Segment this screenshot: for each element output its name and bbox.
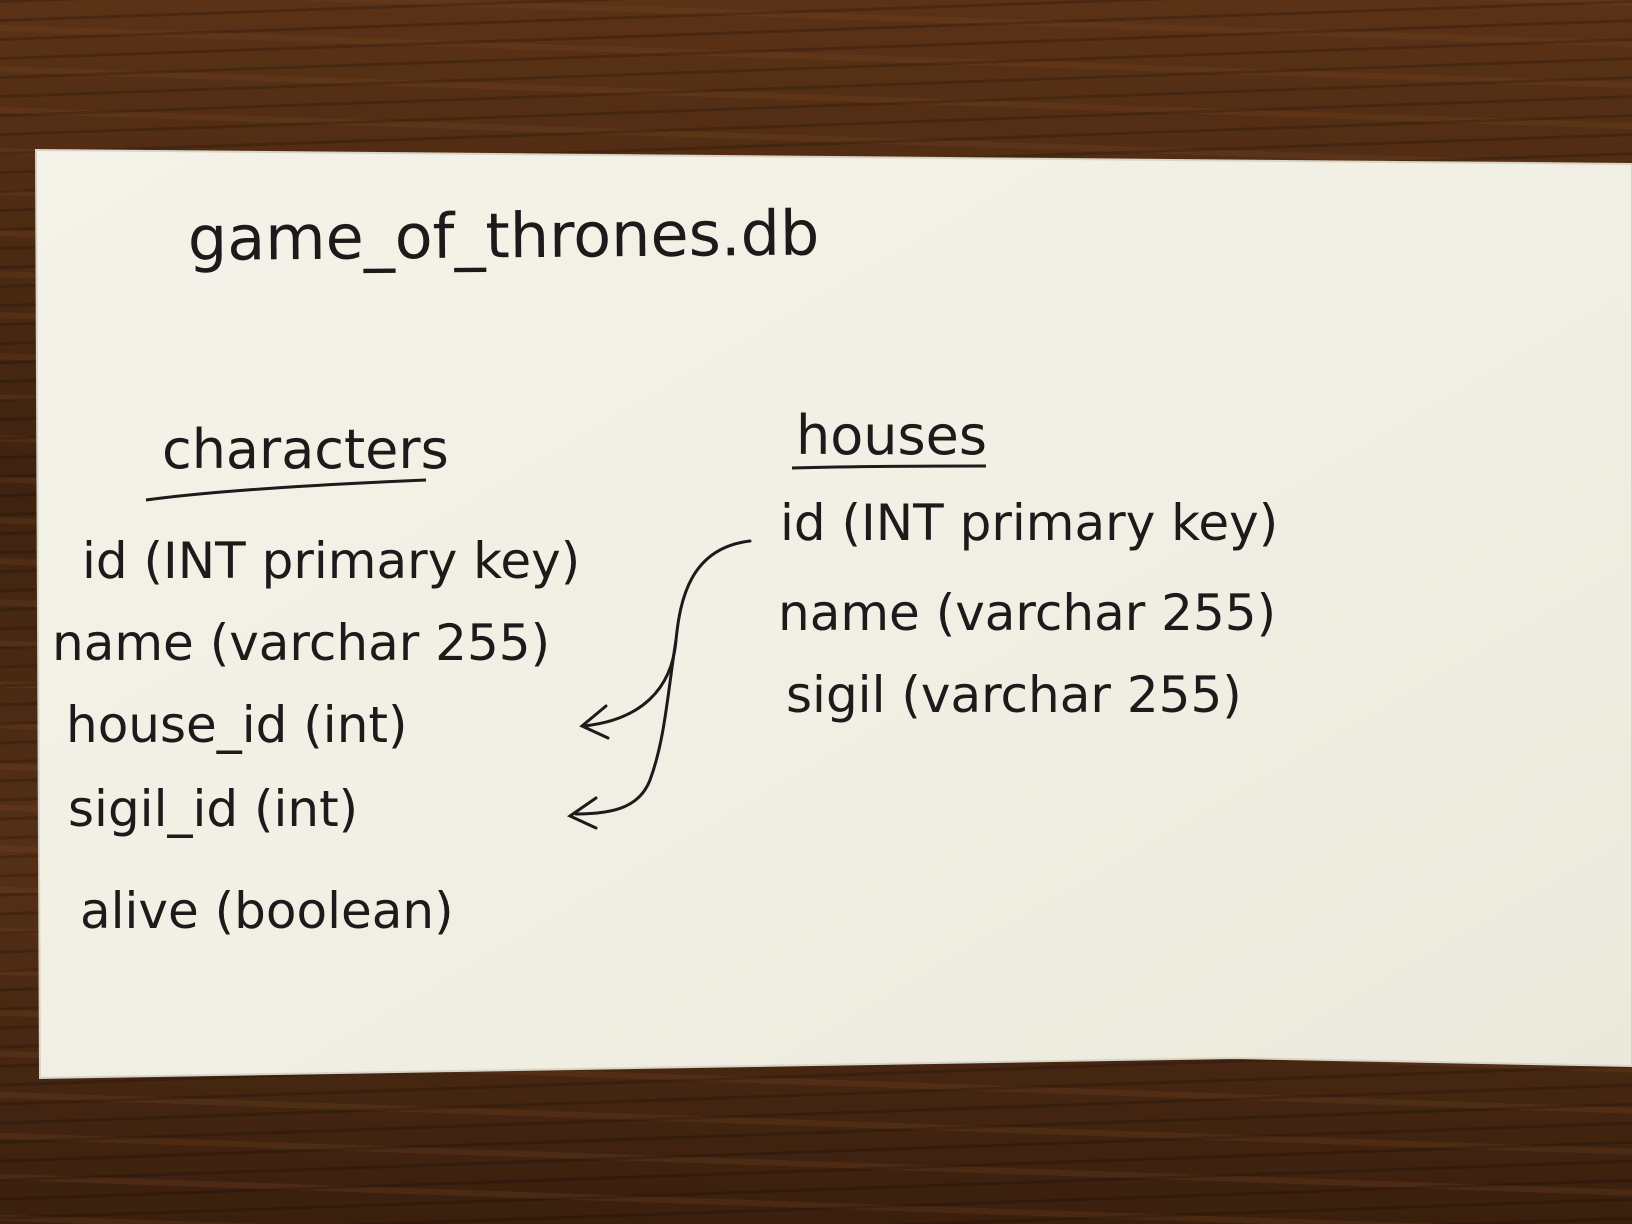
characters-field-id: id (INT primary key) <box>82 532 580 590</box>
relationship-arrows <box>566 539 752 830</box>
houses-field-sigil: sigil (varchar 255) <box>786 666 1242 724</box>
houses-field-id: id (INT primary key) <box>780 494 1278 552</box>
characters-table-name-underline <box>145 478 427 502</box>
arrow-sigil-id <box>574 638 678 816</box>
houses-table: houses id (INT primary key) name (varcha… <box>778 404 1278 724</box>
characters-field-alive: alive (boolean) <box>80 882 454 940</box>
houses-table-name: houses <box>796 404 987 467</box>
characters-field-name: name (varchar 255) <box>52 614 550 672</box>
houses-field-name: name (varchar 255) <box>778 584 1276 642</box>
characters-field-house-id: house_id (int) <box>66 696 408 754</box>
characters-table-name: characters <box>162 418 449 481</box>
houses-table-name-underline <box>791 464 987 470</box>
arrowhead-house-id <box>579 704 610 740</box>
paper-sheet <box>34 148 1632 1080</box>
characters-field-sigil-id: sigil_id (int) <box>68 780 358 838</box>
arrowhead-sigil-id <box>566 796 598 830</box>
diagram-title: game_of_thrones.db <box>187 196 819 275</box>
characters-table: characters id (INT primary key) name (va… <box>52 418 580 940</box>
